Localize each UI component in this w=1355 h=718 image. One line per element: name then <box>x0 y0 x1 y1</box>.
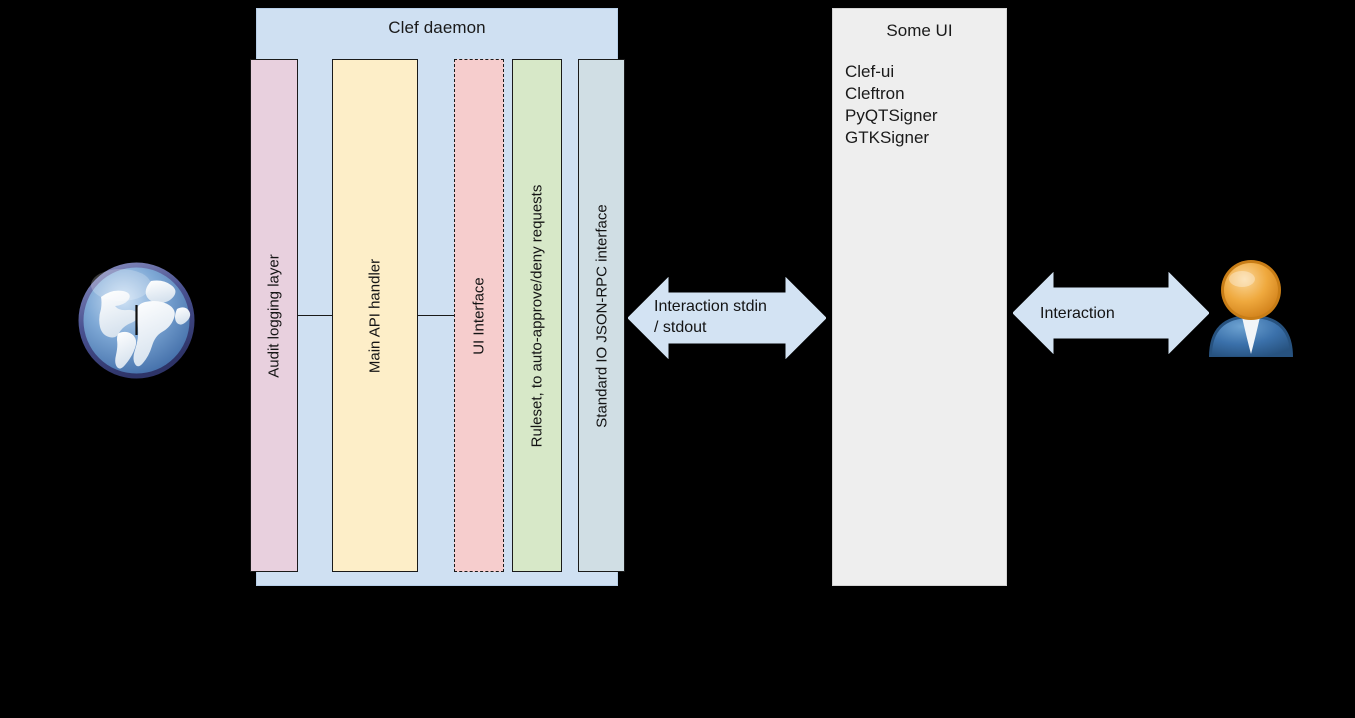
layer-standard-io-jsonrpc-label: Standard IO JSON-RPC interface <box>593 203 610 428</box>
user-interaction-arrow-label: Interaction <box>1040 305 1115 322</box>
user-interaction-arrow <box>1013 272 1209 354</box>
layer-main-api-handler-label: Main API handler <box>366 258 384 373</box>
layer-ui-interface-label: UI Interface <box>470 276 488 355</box>
clef-daemon-title: Clef daemon <box>388 18 486 37</box>
list-item[interactable]: Cleftron <box>845 84 905 103</box>
globe-icon <box>73 257 200 384</box>
layer-standard-io-jsonrpc[interactable]: Standard IO JSON-RPC interface <box>578 59 625 572</box>
layer-ruleset[interactable]: Ruleset, to auto-approve/deny requests <box>512 59 562 572</box>
stdio-interaction-arrow <box>628 277 826 359</box>
connector-line-api-ui <box>417 315 455 316</box>
user-icon <box>1203 253 1299 363</box>
layer-ruleset-label: Ruleset, to auto-approve/deny requests <box>528 184 546 447</box>
list-item[interactable]: PyQTSigner <box>845 106 938 125</box>
layer-audit-logging[interactable]: Audit logging layer <box>250 59 298 572</box>
list-item[interactable]: GTKSigner <box>845 128 930 147</box>
list-item[interactable]: Clef-ui <box>845 62 895 81</box>
layer-main-api-handler[interactable]: Main API handler <box>332 59 418 572</box>
clef-daemon-panel <box>256 8 618 586</box>
connector-line-audit-api <box>297 315 333 316</box>
some-ui-panel: Some UI Clef-ui Cleftron PyQTSigner GTKS… <box>832 8 1007 586</box>
stdio-interaction-arrow-label: Interaction stdin / stdout <box>654 298 767 336</box>
some-ui-title: Some UI <box>886 21 953 40</box>
layer-audit-logging-label: Audit logging layer <box>265 253 283 378</box>
layer-ui-interface[interactable]: UI Interface <box>454 59 504 572</box>
some-ui-list: Clef-ui Cleftron PyQTSigner GTKSigner <box>845 61 938 149</box>
